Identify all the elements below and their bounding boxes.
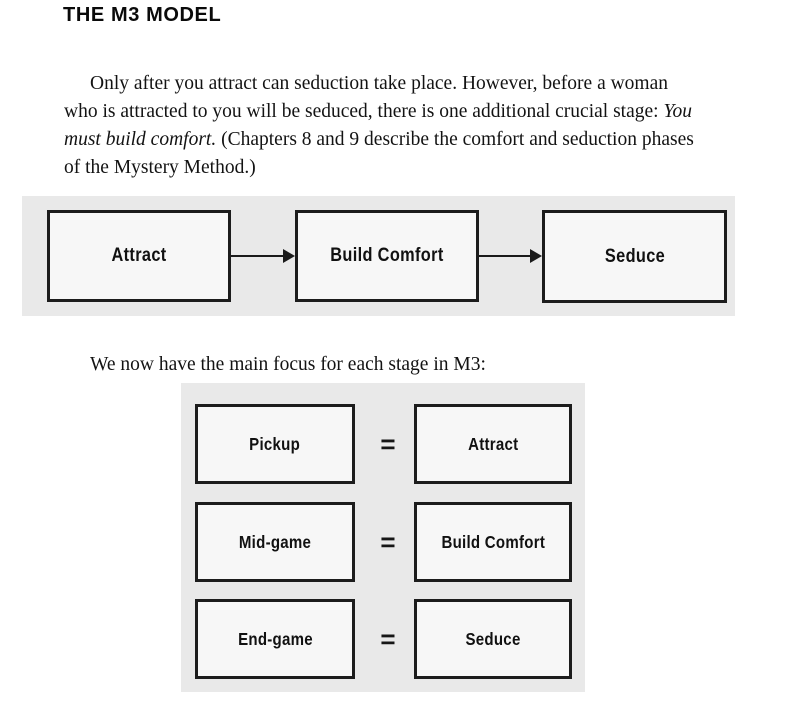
flow-box-build-comfort-label: Build Comfort	[330, 245, 444, 266]
flow-box-attract: Attract	[47, 210, 231, 302]
intro-paragraph-part2: (Chapters 8 and 9 describe the comfort a…	[64, 128, 694, 178]
equals-icon: =	[380, 428, 396, 459]
equiv-box-attract-label: Attract	[467, 433, 519, 454]
arrow-head	[283, 249, 295, 263]
equiv-box-end-game: End-game	[195, 599, 355, 679]
equals-icon: =	[380, 623, 396, 654]
equivalence-row: Mid-game = Build Comfort	[181, 502, 585, 582]
m3-equivalence-diagram: Pickup = Attract Mid-game = Build Comfor…	[181, 383, 585, 692]
equiv-box-end-game-label: End-game	[237, 628, 313, 649]
equiv-box-seduce: Seduce	[414, 599, 572, 679]
equiv-box-build-comfort: Build Comfort	[414, 502, 572, 582]
arrow-right-icon	[231, 249, 295, 263]
transition-paragraph: We now have the main focus for each stag…	[90, 353, 486, 375]
arrow-shaft	[479, 255, 531, 257]
flow-box-seduce: Seduce	[542, 210, 727, 303]
equiv-box-attract: Attract	[414, 404, 572, 484]
flow-box-attract-label: Attract	[111, 245, 167, 266]
equiv-box-pickup: Pickup	[195, 404, 355, 484]
arrow-right-icon	[479, 249, 542, 263]
equiv-box-pickup-label: Pickup	[249, 433, 301, 454]
equiv-box-build-comfort-label: Build Comfort	[441, 531, 545, 552]
equiv-box-mid-game-label: Mid-game	[238, 531, 312, 552]
intro-paragraph: Only after you attract can seduction tak…	[64, 70, 704, 182]
m3-flow-diagram: Attract Build Comfort Seduce	[22, 196, 735, 316]
arrow-head	[530, 249, 542, 263]
equals-icon: =	[380, 526, 396, 557]
flow-box-build-comfort: Build Comfort	[295, 210, 479, 302]
arrow-shaft	[231, 255, 284, 257]
equivalence-row: Pickup = Attract	[181, 404, 585, 484]
intro-paragraph-part1: Only after you attract can seduction tak…	[64, 72, 669, 122]
equiv-box-seduce-label: Seduce	[465, 628, 521, 649]
intro-paragraph-emphasis: You must build comfort.	[64, 100, 692, 150]
flow-box-seduce-label: Seduce	[604, 245, 665, 267]
page-title: THE M3 MODEL	[63, 4, 222, 26]
equiv-box-mid-game: Mid-game	[195, 502, 355, 582]
equivalence-row: End-game = Seduce	[181, 599, 585, 679]
